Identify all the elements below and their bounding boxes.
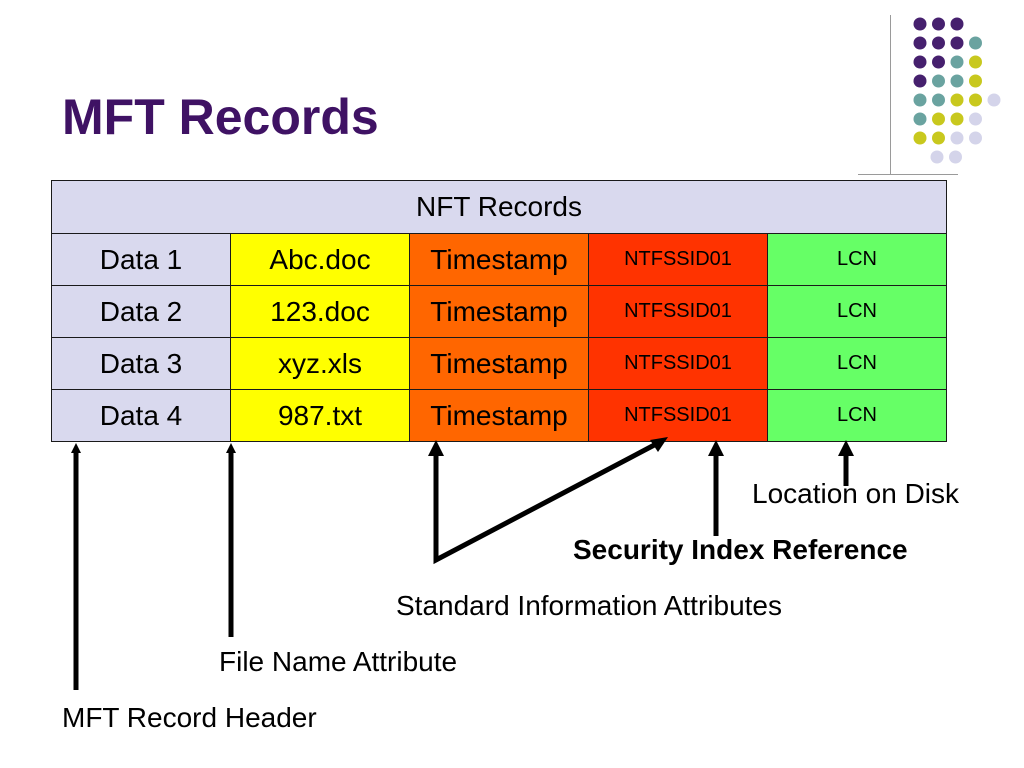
decorative-dot [913, 36, 927, 50]
decorative-dot [949, 150, 962, 164]
decorative-dot [950, 93, 964, 107]
cell-data: Data 2 [51, 285, 231, 338]
cell-lcn: LCN [767, 285, 947, 338]
security-index-arrowhead [708, 440, 724, 456]
cell-file-name: 987.txt [230, 389, 410, 442]
decorative-dot [969, 55, 982, 69]
cell-lcn: LCN [767, 337, 947, 390]
cell-security-id: NTFSSID01 [588, 233, 768, 286]
cell-file-name: 123.doc [230, 285, 410, 338]
label-location-on-disk: Location on Disk [752, 478, 960, 509]
decorative-dot [969, 93, 982, 107]
decorative-dot [913, 131, 927, 145]
cell-data: Data 3 [51, 337, 231, 390]
standard-info-arrowhead-right [650, 437, 668, 452]
decorative-dot [950, 36, 964, 50]
decorative-dot [913, 17, 927, 31]
cell-file-name: xyz.xls [230, 337, 410, 390]
decorative-dot [950, 74, 964, 88]
cell-data: Data 1 [51, 233, 231, 286]
decorative-dot [969, 36, 982, 50]
standard-info-bracket [433, 439, 662, 565]
cell-security-id: NTFSSID01 [588, 337, 768, 390]
decorative-dot [969, 131, 982, 145]
decorative-horizontal-rule [858, 174, 958, 175]
label-security-index-reference: Security Index Reference [573, 534, 908, 565]
label-standard-information-attributes: Standard Information Attributes [396, 590, 782, 621]
cell-lcn: LCN [767, 389, 947, 442]
decorative-dot [932, 36, 945, 50]
table-row: Data 2 123.doc Timestamp NTFSSID01 LCN [51, 285, 947, 338]
label-file-name-attribute: File Name Attribute [219, 646, 458, 677]
decorative-dot [932, 112, 945, 126]
decorative-dot [950, 112, 964, 126]
cell-timestamp: Timestamp [409, 233, 589, 286]
decorative-dot [969, 74, 982, 88]
decorative-dot [932, 93, 945, 107]
decorative-dot-grid [913, 17, 1001, 164]
decorative-dot [950, 131, 964, 145]
decorative-vertical-rule [890, 15, 891, 175]
table-header: NFT Records [51, 180, 947, 234]
cell-timestamp: Timestamp [409, 285, 589, 338]
slide-title: MFT Records [62, 89, 379, 145]
decorative-dot [913, 93, 927, 107]
table-row: Data 4 987.txt Timestamp NTFSSID01 LCN [51, 389, 947, 442]
decorative-dot [930, 150, 944, 164]
location-on-disk-arrowhead [838, 440, 854, 456]
decorative-dot [913, 112, 927, 126]
cell-lcn: LCN [767, 233, 947, 286]
cell-security-id: NTFSSID01 [588, 389, 768, 442]
decorative-dot [950, 17, 964, 31]
cell-timestamp: Timestamp [409, 389, 589, 442]
cell-file-name: Abc.doc [230, 233, 410, 286]
decorative-dot [913, 55, 927, 69]
decorative-dot [950, 55, 964, 69]
label-mft-record-header: MFT Record Header [62, 702, 317, 733]
table-row: Data 1 Abc.doc Timestamp NTFSSID01 LCN [51, 233, 947, 286]
table-row: Data 3 xyz.xls Timestamp NTFSSID01 LCN [51, 337, 947, 390]
mft-records-table: NFT Records Data 1 Abc.doc Timestamp NTF… [51, 180, 947, 442]
decorative-dot [932, 17, 945, 31]
decorative-dot [932, 74, 945, 88]
decorative-dot [969, 112, 982, 126]
decorative-dot [932, 131, 945, 145]
decorative-dot [987, 93, 1001, 107]
decorative-dot [932, 55, 945, 69]
decorative-dot [913, 74, 927, 88]
cell-data: Data 4 [51, 389, 231, 442]
standard-info-arrowhead-left [428, 440, 444, 456]
